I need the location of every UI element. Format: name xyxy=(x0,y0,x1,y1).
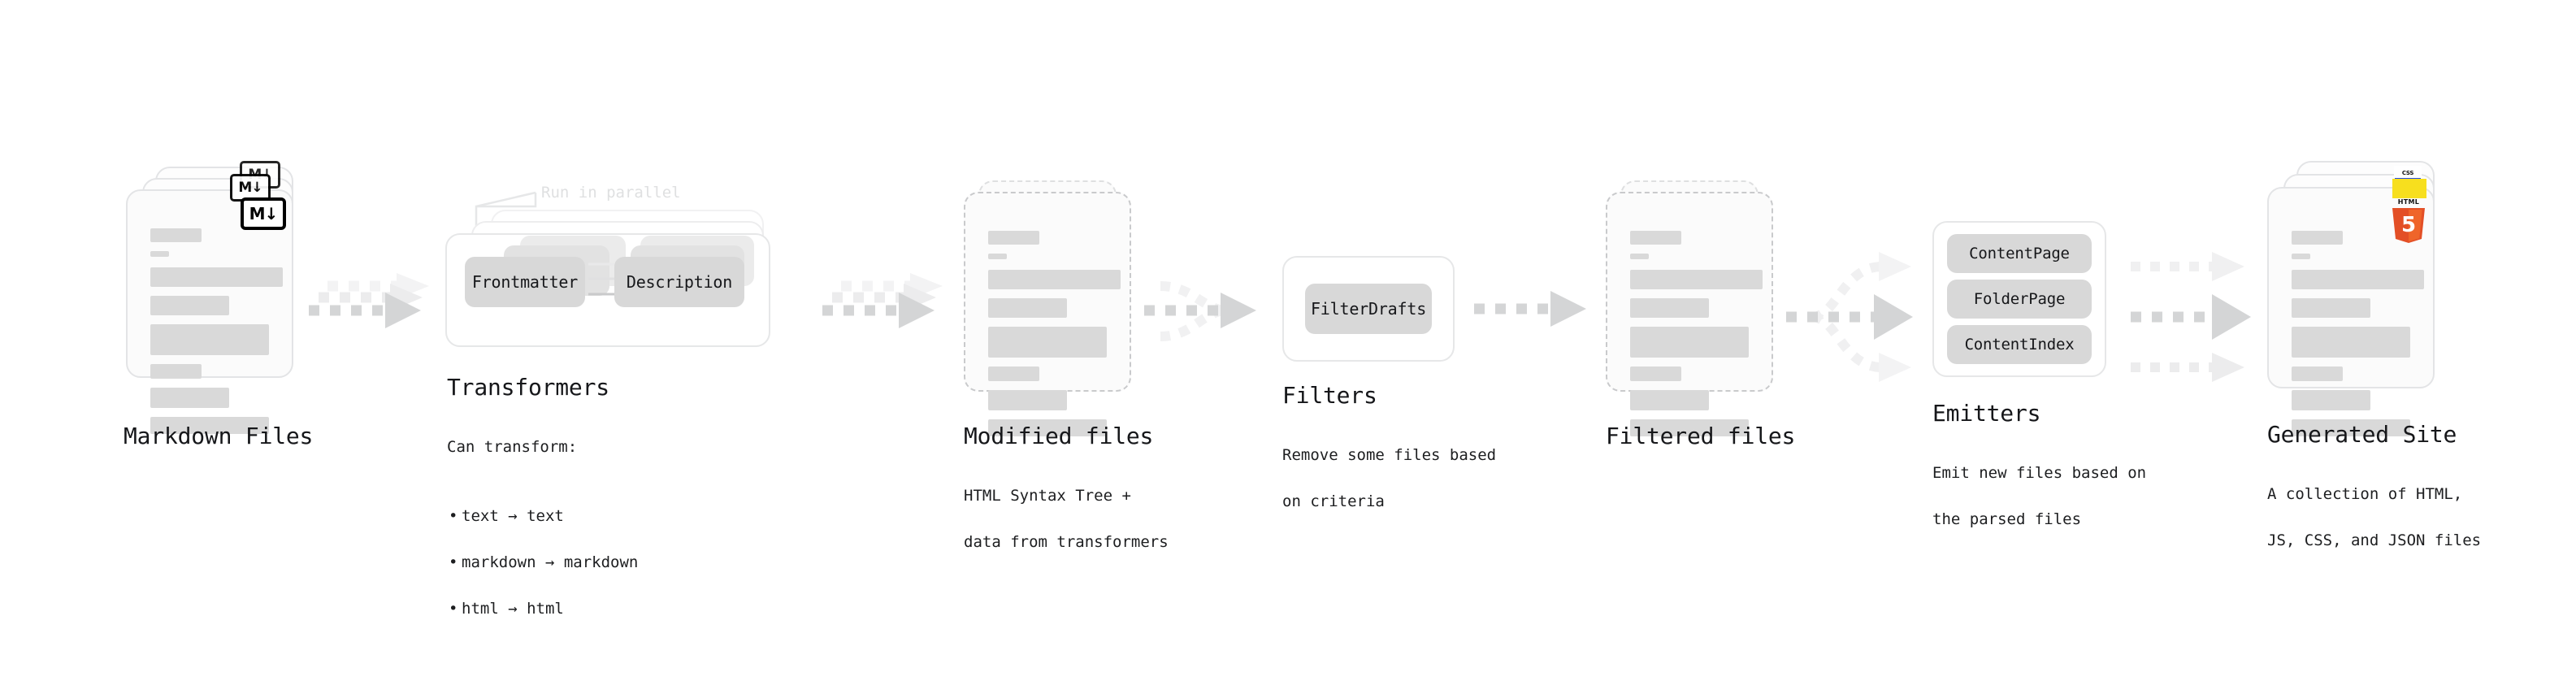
transformers-title: Transformers xyxy=(447,374,609,401)
transformers-sub-intro: Can transform: xyxy=(447,437,578,456)
filters-sub-line2: on criteria xyxy=(1282,492,1385,510)
filtered-files-caption: Filtered files xyxy=(1606,423,1850,449)
doc-line xyxy=(2292,231,2343,245)
doc-line xyxy=(988,327,1107,358)
markdown-icon: M↓ xyxy=(241,197,286,230)
doc-line xyxy=(150,267,283,287)
markdown-files-caption: Markdown Files xyxy=(124,423,313,449)
generated-site-caption: Generated Site A collection of HTML, JS,… xyxy=(2267,421,2527,575)
markdown-card-front xyxy=(126,189,293,434)
doc-line xyxy=(988,270,1121,289)
site-card-front xyxy=(2267,187,2435,436)
doc-line xyxy=(150,364,202,379)
filters-caption: Filters Remove some files based on crite… xyxy=(1282,382,1526,536)
doc-line xyxy=(150,324,269,355)
emitters-chip-folderpage[interactable]: FolderPage xyxy=(1947,280,2092,319)
transformers-caption: Transformers Can transform: text → text … xyxy=(447,374,707,667)
html5-icon-shield: HTML 5 xyxy=(2392,198,2425,243)
doc-line xyxy=(150,417,269,434)
doc-line xyxy=(988,298,1067,318)
generated-site-sub-line1: A collection of HTML, xyxy=(2267,484,2463,503)
doc-line xyxy=(2292,327,2410,358)
doc-line xyxy=(2292,367,2343,381)
emitters-caption: Emitters Emit new files based on the par… xyxy=(1932,400,2192,554)
emitters-sub-line2: the parsed files xyxy=(1932,510,2082,528)
doc-line xyxy=(988,231,1039,245)
doc-line xyxy=(1630,367,1681,381)
svg-text:HTML: HTML xyxy=(2398,198,2419,206)
modified-card-lines xyxy=(988,231,1121,445)
doc-line xyxy=(150,388,229,408)
html5-icon: HTML 5 xyxy=(2387,197,2430,245)
emitters-subtext: Emit new files based on the parsed files xyxy=(1932,438,2192,554)
modified-files-caption: Modified files HTML Syntax Tree + data f… xyxy=(964,423,1208,577)
emitters-sub-line1: Emit new files based on xyxy=(1932,463,2147,482)
modified-files-sub-line1: HTML Syntax Tree + xyxy=(964,486,1131,505)
connector-filtered-to-emitters xyxy=(1786,252,1913,382)
filtered-card-front xyxy=(1606,192,1773,436)
doc-line xyxy=(2292,390,2370,410)
transformers-sub-list: text → text markdown → markdown html → h… xyxy=(447,482,707,644)
doc-line xyxy=(150,296,229,315)
doc-line xyxy=(2292,270,2424,289)
filters-subtext: Remove some files based on criteria xyxy=(1282,420,1526,536)
doc-line xyxy=(1630,298,1709,318)
doc-line xyxy=(988,390,1067,410)
filters-title: Filters xyxy=(1282,382,1377,409)
doc-line xyxy=(1630,270,1763,289)
filters-sub-line1: Remove some files based xyxy=(1282,445,1497,464)
modified-files-sub-line2: data from transformers xyxy=(964,532,1169,551)
doc-line xyxy=(1630,390,1709,410)
generated-site-sub-line2: JS, CSS, and JSON files xyxy=(2267,531,2482,549)
emitters-chip-contentpage[interactable]: ContentPage xyxy=(1947,234,2092,273)
filtered-card-lines xyxy=(1630,231,1763,445)
connector-markdown-to-transformers xyxy=(309,273,429,328)
transformers-subtext: Can transform: text → text markdown → ma… xyxy=(447,412,707,667)
filters-chip-filterdrafts[interactable]: FilterDrafts xyxy=(1305,284,1432,334)
doc-line xyxy=(150,251,169,257)
modified-files-title: Modified files xyxy=(964,423,1154,449)
doc-line xyxy=(988,367,1039,381)
connector-emitters-to-site xyxy=(2131,252,2251,382)
doc-line xyxy=(2292,254,2310,259)
transformers-sub-item: html → html xyxy=(449,597,707,621)
generated-site-title: Generated Site xyxy=(2267,421,2457,448)
transformer-chip-description[interactable]: Description xyxy=(614,257,744,307)
doc-line xyxy=(1630,419,1749,436)
connector-transformers-to-modified xyxy=(822,273,943,328)
connector-filters-to-filtered xyxy=(1474,291,1586,327)
emitters-chip-contentindex[interactable]: ContentIndex xyxy=(1947,325,2092,364)
doc-line xyxy=(988,254,1007,259)
doc-line xyxy=(2292,419,2410,436)
doc-line xyxy=(2292,298,2370,318)
doc-line xyxy=(1630,327,1749,358)
js-icon xyxy=(2392,179,2426,198)
doc-line xyxy=(1630,254,1649,259)
modified-files-subtext: HTML Syntax Tree + data from transformer… xyxy=(964,461,1208,577)
filtered-files-title: Filtered files xyxy=(1606,423,1796,449)
run-in-parallel-note: Run in parallel xyxy=(541,184,681,202)
run-in-parallel-leader xyxy=(475,191,537,234)
transformers-sub-item: markdown → markdown xyxy=(449,551,707,575)
css3-icon-label: CSS xyxy=(2401,170,2414,176)
generated-site-subtext: A collection of HTML, JS, CSS, and JSON … xyxy=(2267,459,2527,575)
connector-modified-to-filters xyxy=(1144,281,1256,341)
transformers-sub-item: text → text xyxy=(449,505,707,528)
svg-text:5: 5 xyxy=(2401,213,2416,237)
markdown-card-lines xyxy=(150,228,283,443)
markdown-icon: M↓ xyxy=(230,174,271,202)
modified-card-front xyxy=(964,192,1131,436)
site-card-lines xyxy=(2292,231,2424,445)
doc-line xyxy=(988,419,1107,436)
emitters-title: Emitters xyxy=(1932,400,2041,427)
doc-line xyxy=(150,228,202,242)
markdown-files-title: Markdown Files xyxy=(124,423,314,449)
transformer-chip-frontmatter[interactable]: Frontmatter xyxy=(465,257,585,307)
doc-line xyxy=(1630,231,1681,245)
